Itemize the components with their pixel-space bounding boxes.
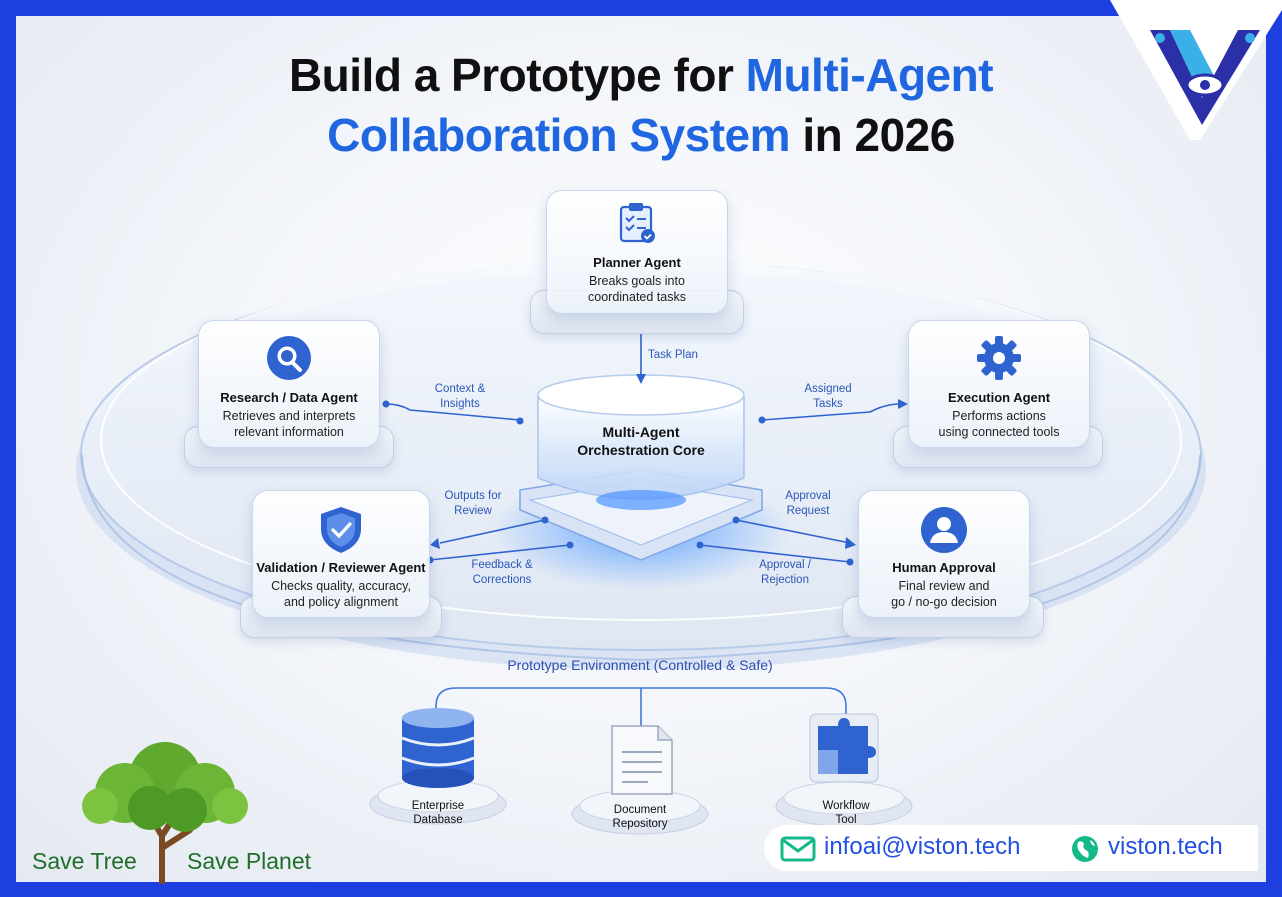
tool-document-repository (568, 718, 712, 838)
magnifier-icon (267, 336, 311, 380)
title-part: Build a Prototype for (288, 49, 746, 101)
email-link[interactable]: infoai@viston.tech (824, 833, 1021, 860)
brand-logo (1110, 0, 1282, 150)
human-title: Human Approval (892, 560, 996, 575)
flow-text: Assigned (804, 383, 852, 395)
flow-text: Insights (440, 398, 480, 410)
planner-desc-2: coordinated tasks (588, 290, 686, 304)
core-line-1: Multi-Agent (602, 424, 680, 440)
title-highlight: Multi-Agent (745, 49, 994, 101)
tool-text: Repository (612, 818, 668, 830)
execution-title: Execution Agent (947, 390, 1051, 405)
database-icon (401, 708, 475, 788)
human-text: Human Approval Final review and go / no-… (859, 560, 1029, 610)
flow-text: Review (454, 505, 492, 517)
flow-text: Approval / (759, 559, 811, 571)
save-planet-text: Save Planet (187, 848, 312, 874)
planner-text: Planner Agent Breaks goals into coordina… (547, 255, 727, 305)
shield-check-icon (321, 507, 361, 553)
website-link[interactable]: viston.tech (1108, 833, 1223, 860)
page-title-line-1: Build a Prototype for Multi-Agent (0, 48, 1282, 102)
human-approval-card: Human Approval Final review and go / no-… (858, 490, 1030, 618)
clipboard-checklist-icon (619, 203, 655, 243)
flow-text: Context & (434, 383, 486, 395)
flow-text: Request (786, 505, 830, 517)
execution-desc-1: Performs actions (952, 409, 1046, 423)
validation-desc-1: Checks quality, accuracy, (271, 579, 411, 593)
tool-text: Tool (835, 814, 857, 826)
flow-text: Corrections (472, 574, 532, 586)
research-text: Research / Data Agent Retrieves and inte… (199, 390, 379, 440)
save-tree-text: Save Tree (32, 848, 137, 874)
tool-text: Document (613, 804, 667, 816)
flow-text: Feedback & (471, 559, 533, 571)
tool-enterprise-database (366, 708, 510, 828)
planner-desc-1: Breaks goals into (589, 274, 685, 288)
contact-bar (764, 825, 1258, 871)
flow-context-insights: Context & Insights (410, 382, 510, 412)
title-highlight: Collaboration System (327, 109, 791, 161)
planner-title: Planner Agent (593, 255, 681, 270)
gear-icon (977, 336, 1021, 380)
page-title-line-2: Collaboration System in 2026 (0, 108, 1282, 162)
research-agent-card: Research / Data Agent Retrieves and inte… (198, 320, 380, 448)
document-icon (611, 725, 673, 795)
validation-desc-2: and policy alignment (284, 595, 398, 609)
puzzle-icon (809, 713, 879, 783)
flow-text: Rejection (761, 574, 809, 586)
flow-feedback-corrections: Feedback & Corrections (452, 558, 552, 588)
email-icon (780, 836, 816, 862)
tool-text: Enterprise (411, 800, 465, 812)
core-line-2: Orchestration Core (577, 442, 705, 458)
globe-icon (1072, 836, 1098, 862)
flow-text: Outputs for (444, 490, 502, 502)
validation-title: Validation / Reviewer Agent (256, 560, 426, 575)
person-icon (921, 507, 967, 553)
validation-text: Validation / Reviewer Agent Checks quali… (253, 560, 429, 610)
flow-text: Tasks (813, 398, 843, 410)
validation-agent-card: Validation / Reviewer Agent Checks quali… (252, 490, 430, 618)
tool-text: Database (413, 814, 463, 826)
orchestration-core-label: Multi-Agent Orchestration Core (541, 423, 741, 459)
flow-task-plan: Task Plan (648, 349, 698, 361)
planner-agent-card: Planner Agent Breaks goals into coordina… (546, 190, 728, 314)
title-part: in 2026 (790, 109, 955, 161)
research-desc-1: Retrieves and interprets (222, 409, 356, 423)
execution-text: Execution Agent Performs actions using c… (909, 390, 1089, 440)
tree-icon (82, 742, 248, 884)
tool-text: Workflow (822, 800, 870, 812)
research-desc-2: relevant information (234, 425, 344, 439)
research-title: Research / Data Agent (220, 390, 358, 405)
execution-agent-card: Execution Agent Performs actions using c… (908, 320, 1090, 448)
environment-label: Prototype Environment (Controlled & Safe… (507, 657, 773, 673)
execution-desc-2: using connected tools (938, 425, 1060, 439)
flow-approval-rejection: Approval / Rejection (735, 558, 835, 588)
flow-text: Approval (785, 490, 831, 502)
human-desc-1: Final review and (898, 579, 990, 593)
human-desc-2: go / no-go decision (891, 595, 997, 609)
